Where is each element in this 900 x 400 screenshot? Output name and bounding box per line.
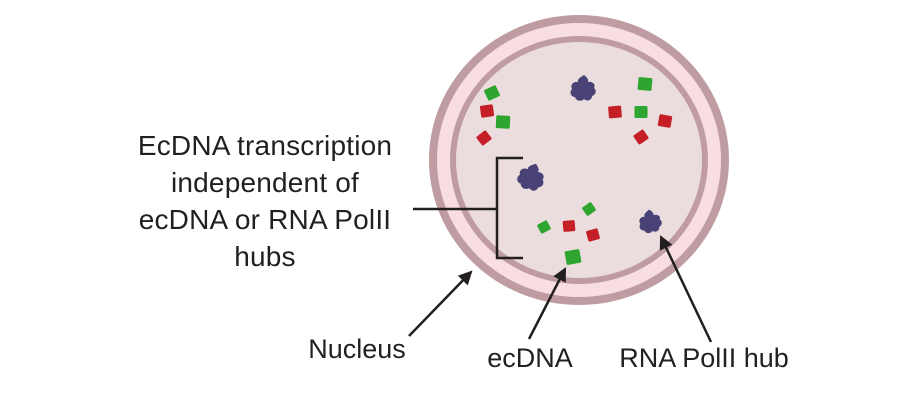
nucleus-label: Nucleus <box>308 334 406 364</box>
nucleoplasm <box>456 42 702 278</box>
ecdna-particle-red <box>562 220 576 232</box>
ecdna-particle-red <box>479 104 495 118</box>
ecdna-particle-green <box>484 85 500 101</box>
ecdna-particle-green <box>582 202 596 216</box>
rna-polii-hub-label: RNA PolII hub <box>619 343 789 373</box>
rna-polii-hub-blob <box>570 75 596 101</box>
annotation-text: EcDNA transcription independent of ecDNA… <box>90 127 440 275</box>
nucleus-arrow <box>408 270 473 337</box>
ecdna-particle-green <box>564 249 582 265</box>
ecdna-particle-red <box>476 130 492 146</box>
ecdna-particle-red <box>608 105 622 119</box>
annotation-line-3: ecDNA or RNA PolII <box>138 204 392 235</box>
ecdna-particle-red <box>657 114 673 128</box>
ecdna-particles-group <box>476 77 673 265</box>
ecdna-label: ecDNA <box>487 343 573 373</box>
annotation-line-1: EcDNA transcription <box>137 130 393 161</box>
polii-hub-arrow <box>659 235 713 343</box>
rna-polii-hubs-group <box>517 75 662 234</box>
label-arrows-group <box>408 235 713 343</box>
ecdna-particle-green <box>634 106 648 118</box>
ecdna-particle-green <box>637 77 653 91</box>
annotation-line-2: independent of <box>170 167 360 198</box>
ecdna-particle-green <box>537 220 551 234</box>
ecdna-particle-red <box>633 129 649 145</box>
rna-polii-hub-blob <box>517 163 544 191</box>
annotation-line-4: hubs <box>234 241 296 272</box>
ecdna-arrow <box>527 267 567 340</box>
ecdna-particle-red <box>586 228 600 242</box>
ecdna-particle-green <box>495 115 511 129</box>
rna-polii-hub-blob <box>639 209 662 234</box>
